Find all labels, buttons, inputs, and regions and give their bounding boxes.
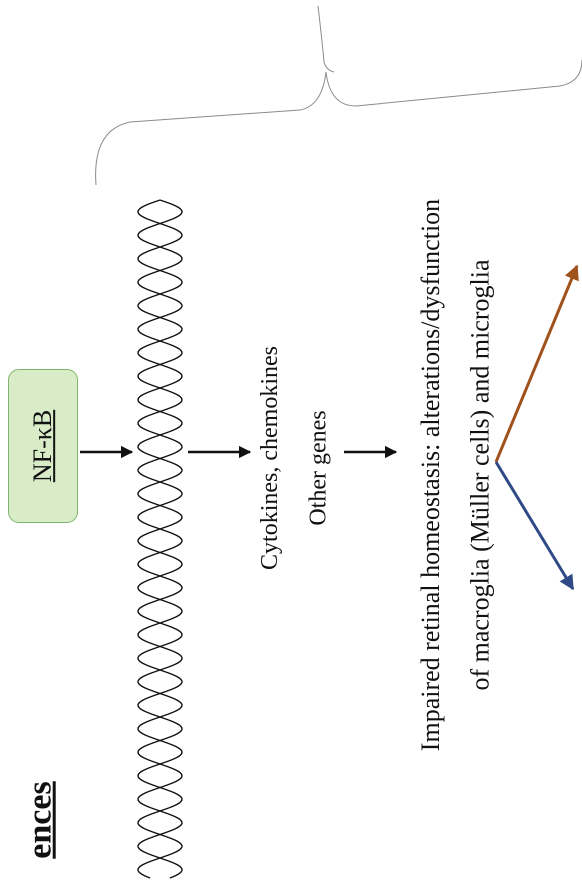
top-brace-small [317,5,335,73]
arrow-brown [494,264,579,463]
top-brace-large [95,59,582,186]
other-genes-label: Other genes [305,410,332,526]
section-heading: ences [21,781,59,859]
homeostasis-label-line1: Impaired retinal homeostasis: alteration… [416,198,446,752]
dna-strand-a [137,199,183,879]
arrow-blue [494,461,575,591]
homeostasis-label-line2: of macroglia (Müller cells) and microgli… [465,259,495,691]
nfkb-box [8,369,78,523]
cytokines-label: Cytokines, chemokines [256,346,283,570]
nfkb-label: NF-κB [28,409,58,483]
dna-strand-b [137,199,183,879]
